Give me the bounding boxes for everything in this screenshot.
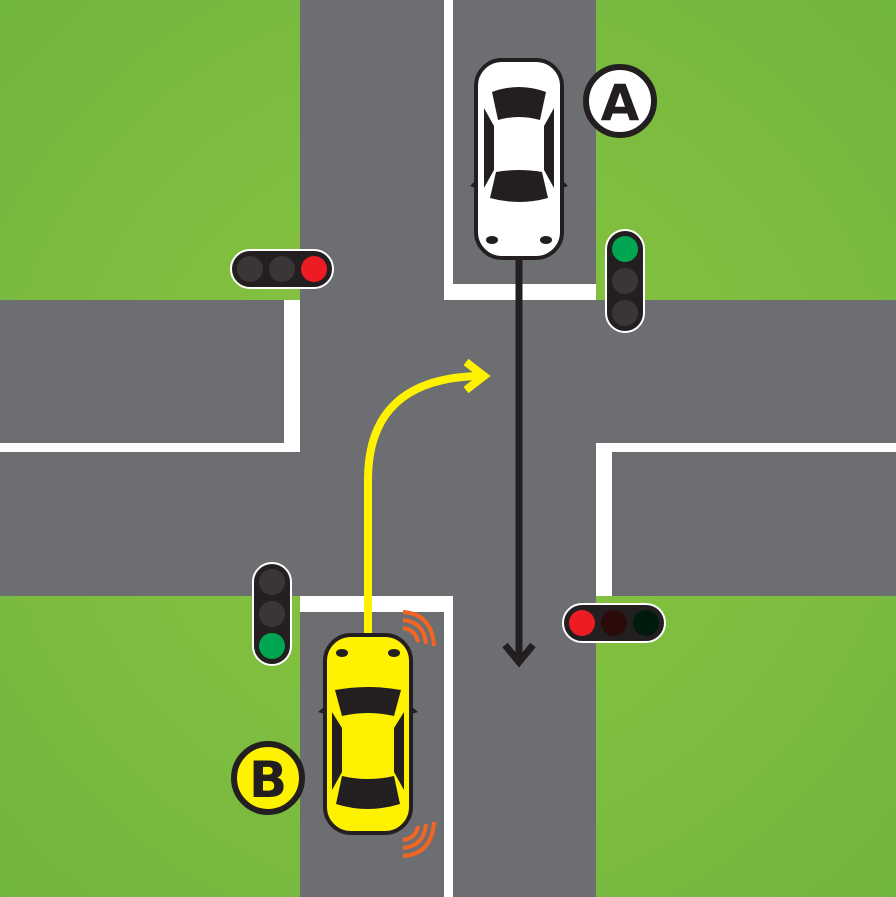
traffic-light-south-west xyxy=(252,562,292,666)
car-b-label-badge: B xyxy=(231,741,305,815)
car-a-path-arrow xyxy=(502,255,536,668)
traffic-light-north-east xyxy=(605,229,645,333)
car-b-path-arrow xyxy=(364,358,491,640)
car-a-label-badge: A xyxy=(583,64,657,138)
traffic-light-north-west xyxy=(230,249,334,289)
indicator-front-right-icon xyxy=(402,610,436,647)
car-b xyxy=(318,633,418,835)
car-a xyxy=(470,58,568,260)
car-a-label: A xyxy=(601,74,640,132)
traffic-light-south-east xyxy=(562,603,666,643)
indicator-rear-right-icon xyxy=(402,821,436,858)
car-b-label: B xyxy=(249,751,287,809)
